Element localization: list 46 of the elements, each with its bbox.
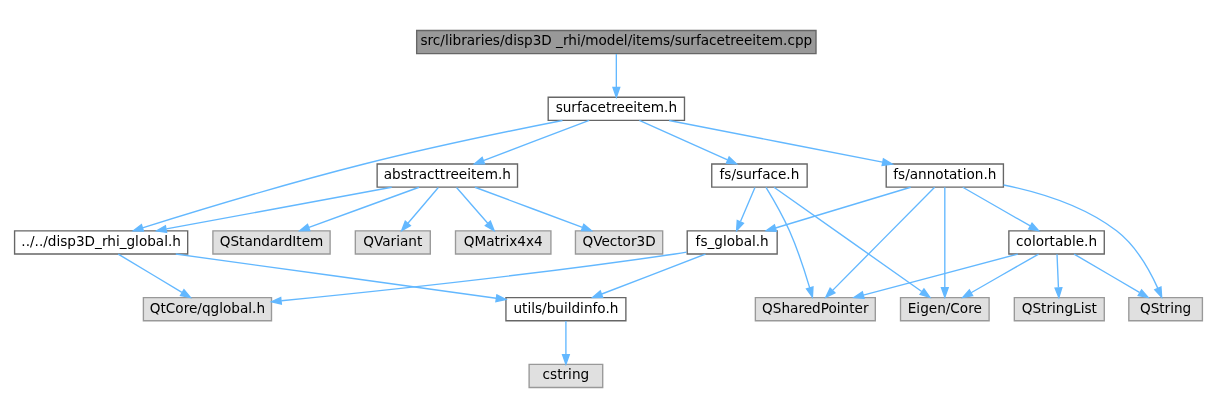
node-box: cstring [528, 363, 604, 388]
node-box: QStandardItem [212, 229, 331, 255]
node-box: QtCore/qglobal.h [142, 296, 273, 321]
arrow [117, 252, 193, 299]
arrow [131, 119, 564, 232]
node-box: fs_global.h [686, 229, 778, 255]
arrow [474, 186, 594, 231]
arrow [590, 252, 707, 298]
node-box: Eigen/Core [899, 296, 990, 321]
node-box: QVariant [354, 229, 431, 255]
node-box: surfacetreeitem.h [547, 96, 686, 121]
arrow [612, 52, 621, 99]
arrow [297, 186, 420, 231]
node-box: QString [1128, 296, 1204, 321]
arrow [472, 119, 590, 165]
node-box: QVector3D [574, 229, 664, 255]
node-box: QMatrix4x4 [454, 229, 552, 255]
arrow [455, 186, 496, 232]
node-box: fs/surface.h [711, 162, 808, 188]
arrow [561, 319, 571, 366]
arrow [962, 186, 1041, 232]
node-box: utils/buildinfo.h [505, 296, 627, 321]
node-box: QSharedPointer [754, 296, 876, 321]
arrow [735, 186, 756, 233]
arrow [940, 186, 950, 299]
arrow [764, 186, 912, 232]
arrow [824, 186, 936, 299]
arrow [668, 119, 895, 166]
arrow [400, 186, 439, 232]
arrow [960, 252, 1040, 299]
arrow [765, 186, 814, 299]
arrow [1054, 253, 1063, 299]
node-box: ../../disp3D_rhi_global.h [13, 229, 189, 255]
arrow [638, 119, 739, 165]
arrow [852, 252, 1019, 299]
node-box: QStringList [1013, 296, 1105, 321]
arrow [269, 250, 688, 305]
arrow [1002, 183, 1163, 299]
node-box: src/libraries/disp3D _rhi/model/items/surfacetreeitem.cpp [416, 29, 817, 54]
arrow [175, 252, 508, 302]
arrow [1073, 252, 1150, 299]
arrow [773, 186, 932, 298]
node-box: colortable.h [1008, 229, 1105, 255]
node-box: abstracttreeitem.h [376, 162, 519, 188]
arrow [154, 186, 393, 233]
node-box: fs/annotation.h [885, 162, 1005, 188]
